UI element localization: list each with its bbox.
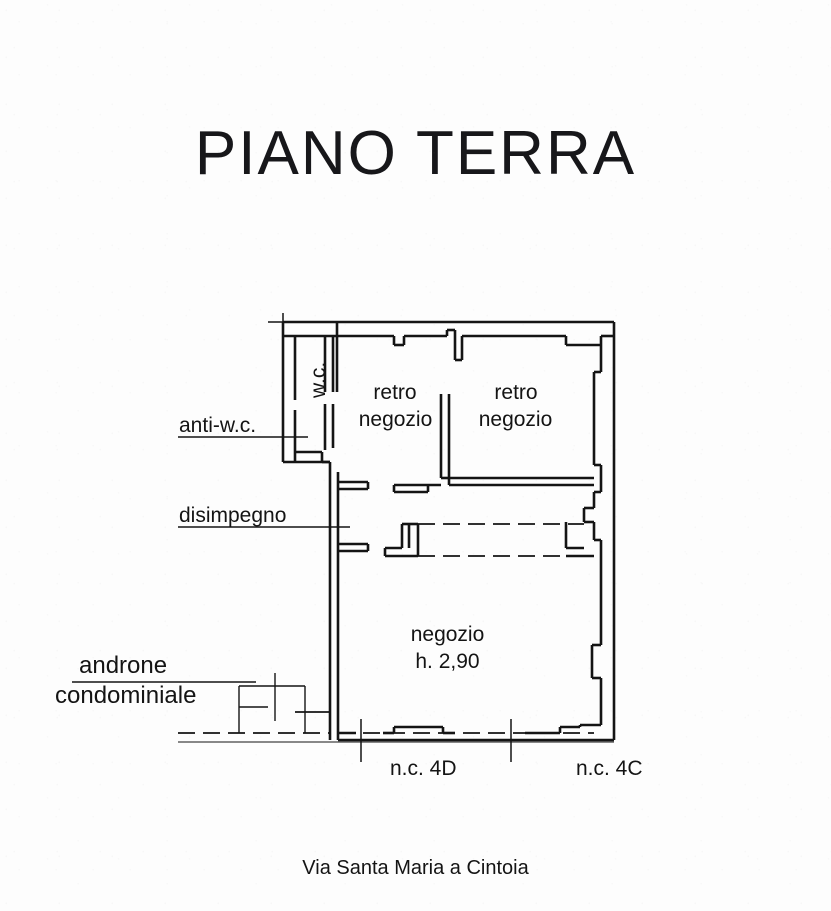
room-label-retro-negozio-right-line2: negozio — [478, 408, 553, 431]
room-label-negozio-height: h. 2,90 — [415, 650, 480, 673]
label-entrance-nc-4c: n.c. 4C — [576, 757, 643, 780]
dimension-ticks — [178, 313, 614, 762]
label-anti-wc: anti-w.c. — [179, 414, 257, 437]
room-label-negozio: negozio — [410, 623, 485, 646]
room-label-retro-negozio-right-line1: retro — [494, 381, 538, 404]
label-androne-line2: condominiale — [55, 682, 197, 709]
label-entrance-nc-4d: n.c. 4D — [390, 757, 457, 780]
structural-walls — [281, 320, 616, 742]
room-label-retro-negozio-left-line1: retro — [373, 381, 417, 404]
page-title: PIANO TERRA — [194, 119, 637, 188]
room-label-retro-negozio-left-line2: negozio — [358, 408, 433, 431]
label-androne-line1: androne — [79, 652, 168, 679]
street-name-caption: Via Santa Maria a Cintoia — [302, 857, 529, 879]
room-label-wc: w.c. — [307, 361, 330, 398]
androne-condominiale-outline — [238, 673, 306, 733]
leader-lines — [72, 436, 350, 683]
label-disimpegno: disimpegno — [179, 504, 287, 527]
